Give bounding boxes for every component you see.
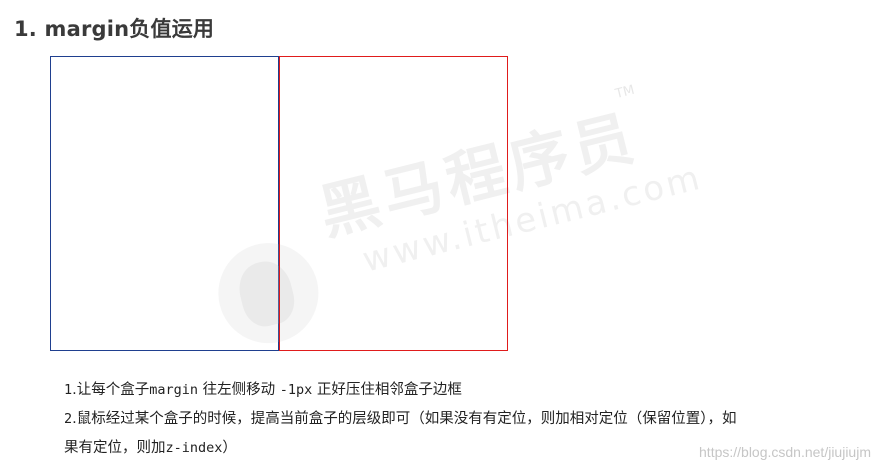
note-3-text-b: ） xyxy=(222,440,237,456)
note-line-2: 2.鼠标经过某个盒子的时候，提高当前盒子的层级即可（如果没有有定位，则加相对定位… xyxy=(64,405,864,434)
source-credit: https://blog.csdn.net/jiujiujm xyxy=(699,444,871,460)
note-line-1: 1.让每个盒子margin 往左侧移动 -1px 正好压住相邻盒子边框 xyxy=(64,376,864,405)
note-1-code-value: -1px xyxy=(279,382,313,398)
demo-box-right-hover xyxy=(279,56,508,351)
note-1-number: 1 xyxy=(64,382,73,398)
note-2-number: 2 xyxy=(64,411,73,427)
note-3-code-zindex: z-index xyxy=(165,440,223,456)
note-1-text-b: 往左侧移动 xyxy=(198,382,280,398)
note-line-3: 果有定位，则加z-index） xyxy=(64,434,864,463)
note-1-code-margin: margin xyxy=(149,382,199,398)
note-1-text-c: 正好压住相邻盒子边框 xyxy=(312,382,462,398)
section-heading: 1. margin负值运用 xyxy=(14,17,215,41)
watermark-trademark: TM xyxy=(613,82,637,102)
demo-box-left xyxy=(50,56,279,351)
note-3-text-a: 果有定位，则加 xyxy=(64,440,166,456)
note-1-text-a: .让每个盒子 xyxy=(72,382,150,398)
notes: 1.让每个盒子margin 往左侧移动 -1px 正好压住相邻盒子边框 2.鼠标… xyxy=(64,376,864,463)
note-2-text-a: .鼠标经过某个盒子的时候，提高当前盒子的层级即可（如果没有有定位，则加相对定位（… xyxy=(72,411,737,427)
